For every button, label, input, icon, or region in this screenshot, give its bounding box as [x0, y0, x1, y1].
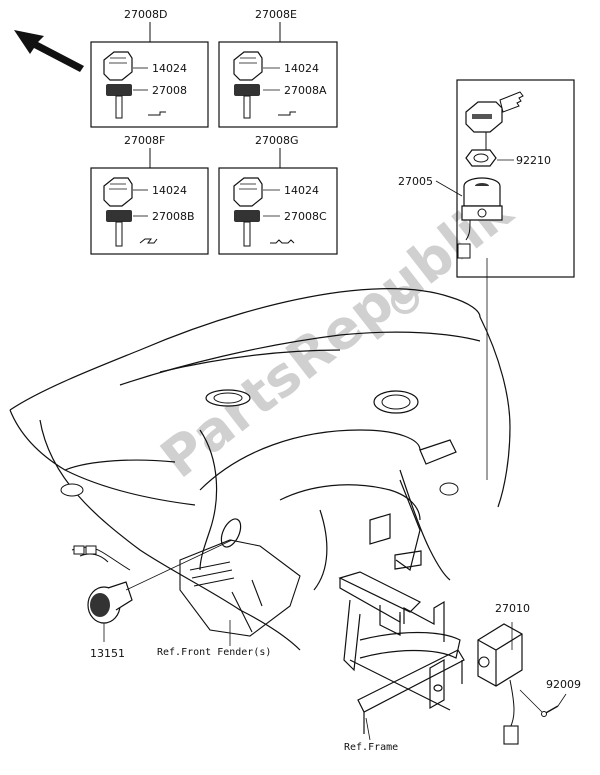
grommet-icon: [373, 390, 419, 414]
key-set-27008F: 27008F 14024 27008B: [90, 134, 209, 255]
cap-part-number: 14024: [152, 184, 187, 197]
key-set-27008D: 27008D 14024 27008: [90, 8, 209, 128]
frame-drawing: [338, 571, 465, 734]
grommet-icon: [220, 518, 242, 548]
key-set-code: 27008G: [255, 134, 299, 147]
key-icon: [234, 210, 260, 247]
key-part-number: 27008C: [284, 210, 327, 223]
key-part-number: 27008B: [152, 210, 195, 223]
ignition-switch-part-number: 27005: [398, 175, 433, 188]
cap-part-number: 14024: [284, 62, 319, 75]
lower-cowl-drawing: [179, 539, 301, 637]
key-set-box: [218, 41, 338, 128]
key-cap-icon: [103, 177, 133, 207]
front-fender-drawing: [9, 288, 511, 651]
grommet-icon: [60, 483, 84, 497]
pilot-lamp-icon: [87, 581, 133, 624]
ref-frame-label: Ref.Frame: [344, 742, 398, 753]
cap-part-number: 14024: [152, 62, 187, 75]
ignition-key-icon: [465, 91, 524, 150]
key-set-box: [218, 167, 338, 255]
key-cap-icon: [233, 51, 263, 81]
key-cap-icon: [103, 51, 133, 81]
key-part-number: 27008: [152, 84, 187, 97]
grommet-icon: [205, 389, 251, 407]
arrow-up-left-icon: [14, 30, 84, 72]
key-part-number: 27008A: [284, 84, 327, 97]
bolt-icon: [541, 705, 559, 717]
relay-part-number: 27010: [495, 602, 530, 615]
relay-assembly: 27010 92009: [477, 602, 581, 745]
gear-icon: [391, 286, 419, 314]
ref-front-fender-label: Ref.Front Fender(s): [157, 647, 271, 658]
key-set-code: 27008E: [255, 8, 297, 21]
ignition-switch-assembly: 92210 27005: [398, 79, 575, 480]
key-icon: [106, 84, 132, 119]
key-set-27008G: 27008G 14024 27008C: [218, 134, 338, 255]
pilot-lamp-part-number: 13151: [90, 647, 125, 660]
switch-hole-icon: [439, 482, 459, 496]
ignition-switch-box: [456, 79, 575, 278]
pilot-lamp-assembly: 13151: [71, 539, 233, 660]
key-set-code: 27008D: [124, 8, 167, 21]
key-icon: [234, 84, 260, 119]
nut-part-number: 92210: [516, 154, 551, 167]
ignition-switch-body-icon: [457, 177, 503, 259]
bolt-part-number: 92009: [546, 678, 581, 691]
key-set-box: [90, 167, 209, 255]
relay-icon: [477, 623, 523, 687]
key-set-code: 27008F: [124, 134, 165, 147]
key-set-27008E: 27008E 14024 27008A: [218, 8, 338, 128]
key-set-box: [90, 41, 209, 128]
key-cap-icon: [233, 177, 263, 207]
key-icon: [106, 210, 132, 247]
nut-icon: [465, 149, 497, 167]
cap-part-number: 14024: [284, 184, 319, 197]
